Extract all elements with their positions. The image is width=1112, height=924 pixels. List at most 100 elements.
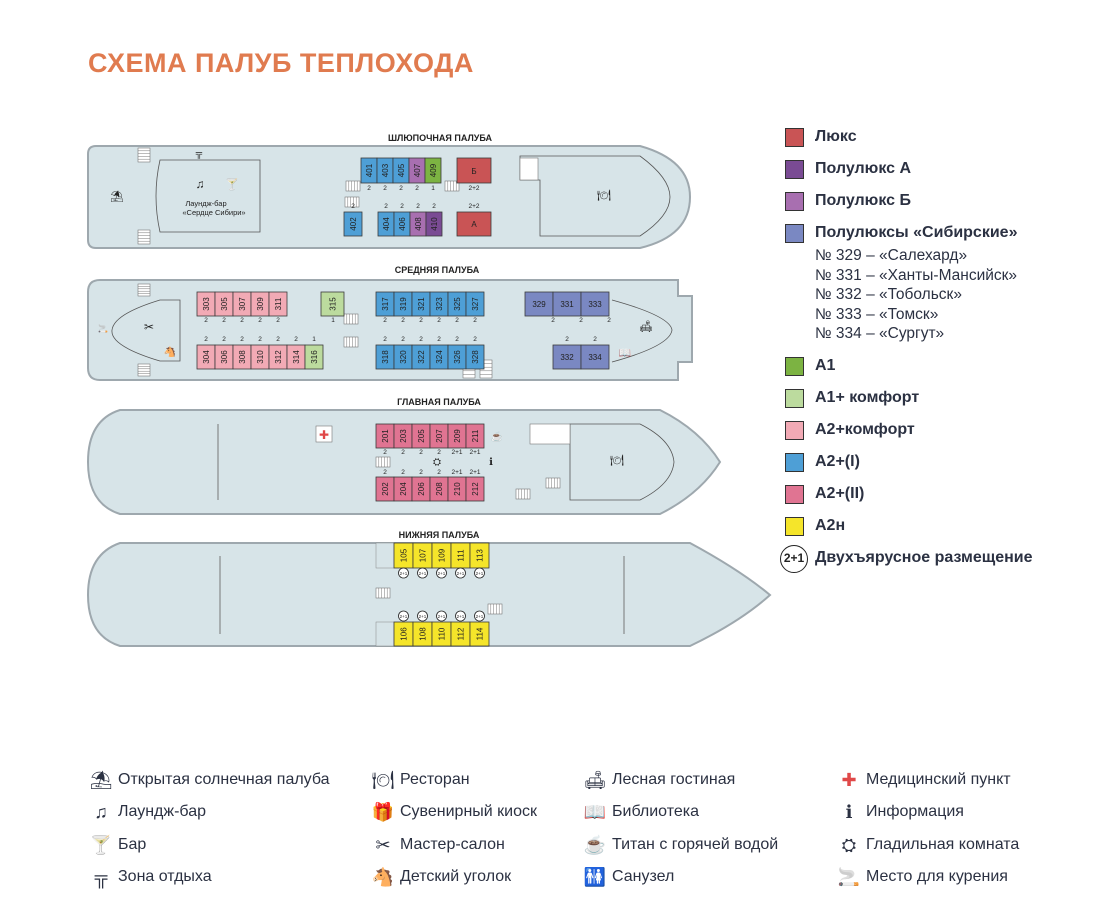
- legend-a2-ii: А2+(II): [785, 483, 1105, 515]
- berth-count: 2: [258, 336, 262, 343]
- deck-title-middle: СРЕДНЯЯ ПАЛУБА: [395, 265, 480, 275]
- cabin-number: 210: [453, 482, 462, 496]
- lounge-bar-name: Лаундж-бар: [185, 199, 226, 208]
- siberian-name: № 332 – «Тобольск»: [815, 286, 962, 304]
- restaurant-area: [519, 155, 671, 237]
- cabin-number: 318: [381, 350, 390, 364]
- legend-swatch-a2-ii: [785, 484, 804, 504]
- bunk-marker-label: 2+1: [400, 614, 408, 619]
- cabin-number: 206: [417, 482, 426, 496]
- souvenir-icon: 🎁: [371, 802, 395, 823]
- cabin: [456, 211, 492, 237]
- cabin: [456, 157, 492, 184]
- berth-count: 2: [607, 317, 611, 324]
- berth-count: 1: [331, 317, 335, 324]
- stairs: [444, 180, 460, 192]
- cabin-number: 305: [220, 297, 229, 311]
- bunk-marker-label: 2+1: [438, 614, 446, 619]
- berth-count: 2: [400, 203, 404, 210]
- legend-label-a2-ii: А2+(II): [815, 484, 865, 502]
- cabin-number: 401: [365, 163, 374, 177]
- legend-label-a2n: А2н: [815, 516, 846, 534]
- restaurant-area: [569, 423, 675, 501]
- legend-label-bunk: Двухъярусное размещение: [815, 548, 1033, 566]
- amenity-label: Титан с горячей водой: [612, 835, 779, 853]
- armchair-icon: 🛋: [583, 770, 607, 790]
- cabin: [465, 291, 485, 317]
- berth-count: 2: [416, 203, 420, 210]
- berth-count: 2: [222, 317, 226, 324]
- cabin-number: А: [471, 220, 477, 229]
- legend-swatch-semi-lux-a: [785, 160, 804, 179]
- berth-count: 2: [401, 336, 405, 343]
- amenity-label: Санузел: [612, 867, 675, 885]
- berth-count: 2: [399, 185, 403, 192]
- legend-semi-lux-a: Полулюкс А: [785, 158, 1105, 190]
- cabin: [425, 211, 443, 237]
- cabin: [580, 291, 610, 317]
- cabin-number: 312: [274, 350, 283, 364]
- berth-count: 2: [437, 449, 441, 456]
- berth-count: 2: [419, 449, 423, 456]
- berth-count: 2: [473, 336, 477, 343]
- legend-swatch-semi-lux-siberian: [785, 224, 804, 243]
- cabin-number: 329: [532, 300, 546, 309]
- cabin-number: 204: [399, 482, 408, 496]
- legend-label-semi-lux-a: Полулюкс А: [815, 160, 912, 177]
- bunk-marker: [436, 567, 447, 579]
- cigarette-icon: 🚬: [837, 866, 861, 887]
- berth-count: 1: [431, 185, 435, 192]
- table-chairs-icon: ╦: [94, 866, 108, 887]
- stairs: [375, 587, 391, 599]
- cabin-number: 316: [310, 350, 319, 364]
- berth-count: 2: [419, 317, 423, 324]
- legend-swatch-a2n: [785, 516, 804, 536]
- table-chairs-icon: ╦: [195, 148, 203, 159]
- page-title: СХЕМА ПАЛУБ ТЕПЛОХОДА: [88, 48, 474, 78]
- stairs: [137, 147, 151, 163]
- legend-a2n: А2н: [785, 515, 1105, 547]
- legend-label-a1-comfort: А1+ комфорт: [815, 388, 920, 406]
- cabin-number: 201: [381, 429, 390, 443]
- cabin-number: 403: [381, 163, 390, 177]
- iron-icon: ⛭: [841, 834, 857, 855]
- siberian-name: № 331 – «Ханты-Мансийск»: [815, 266, 1018, 284]
- cabin-number: 323: [435, 297, 444, 311]
- cabin: [580, 344, 610, 370]
- amenity-label: Ресторан: [400, 771, 470, 788]
- bunk-marker: [474, 567, 485, 579]
- bunk-marker-label: 2+1: [476, 614, 484, 619]
- cabin-number: 331: [560, 300, 574, 309]
- cabin-number: 320: [399, 350, 408, 364]
- cabin: [424, 157, 442, 184]
- berth-count: 2+1: [469, 469, 480, 476]
- cabin-number: 306: [220, 350, 229, 364]
- amenity-label: Мастер-салон: [400, 835, 505, 853]
- berth-count: 2: [565, 336, 569, 343]
- siberian-name: № 333 – «Томск»: [815, 305, 939, 323]
- legend-label-lux: Люкс: [815, 128, 857, 145]
- berth-count: 2: [240, 336, 244, 343]
- book-icon: 📖: [583, 802, 607, 823]
- berth-count: 2: [593, 336, 597, 343]
- amenity-label: Медицинский пункт: [866, 771, 1011, 788]
- berth-count: 2: [204, 317, 208, 324]
- berth-count: 2: [437, 336, 441, 343]
- legend-label-semi-lux-b: Полулюкс Б: [815, 192, 911, 209]
- deck-title-lower: НИЖНЯЯ ПАЛУБА: [399, 530, 480, 540]
- amenity-label: Открытая солнечная палуба: [118, 771, 330, 788]
- cabin-number: Б: [471, 167, 476, 176]
- cabin-number: 309: [256, 297, 265, 311]
- cabin-number: 114: [476, 627, 485, 640]
- berth-count: 2: [437, 469, 441, 476]
- berth-count: 2: [276, 317, 280, 324]
- legend-label-a2-i: А2+(I): [815, 452, 860, 470]
- berth-count: 2: [579, 317, 583, 324]
- cabin: [304, 344, 324, 370]
- cabin-legend: Люкс Полулюкс А Полулюкс Б Полулюксы «Си…: [780, 126, 1105, 579]
- berth-count: 2: [432, 203, 436, 210]
- berth-count: 2: [473, 317, 477, 324]
- cabin-number: 408: [414, 217, 423, 231]
- cabin-number: 322: [417, 350, 426, 364]
- cigarette-icon: 🚬: [98, 323, 108, 333]
